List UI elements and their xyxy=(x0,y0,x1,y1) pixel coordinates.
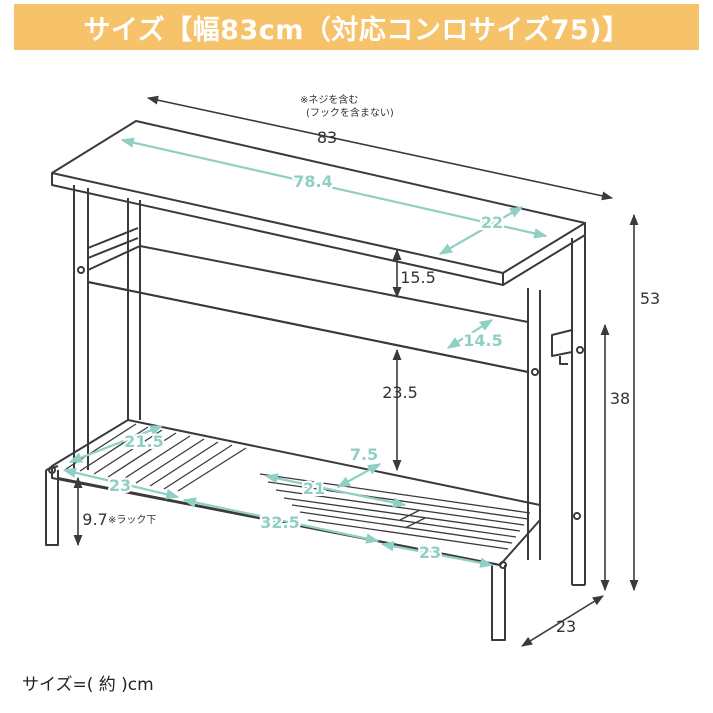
note-screws: ※ネジを含む xyxy=(300,93,358,106)
depth-23-line xyxy=(521,595,604,647)
top-depth-line xyxy=(438,206,524,255)
title-banner: サイズ【幅83cm（対応コンロサイズ75)】 xyxy=(14,4,699,50)
label-rack-step: 7.5 xyxy=(350,445,378,464)
label-rack-width-right: 23 xyxy=(419,543,441,562)
label-rack-span: 32.5 xyxy=(260,513,299,532)
outer-dimension-lines xyxy=(73,95,639,647)
label-gap-23-5: 23.5 xyxy=(382,383,418,402)
footer-unit-note: サイズ=( 約 )cm xyxy=(22,675,154,695)
shelf-depth-line xyxy=(446,319,494,349)
rack-middle-line xyxy=(264,473,407,508)
label-rack-height: 9.7 xyxy=(82,510,107,529)
label-gap-15-5: 15.5 xyxy=(400,268,436,287)
label-top-depth: 22 xyxy=(481,213,503,232)
label-rack-middle: 21 xyxy=(303,479,325,498)
label-top-width: 78.4 xyxy=(293,172,332,191)
hook xyxy=(551,329,573,365)
label-rack-depth-left: 21.5 xyxy=(124,432,163,451)
label-shelf-depth: 14.5 xyxy=(463,331,502,350)
banner-title: サイズ【幅83cm（対応コンロサイズ75)】 xyxy=(83,14,630,46)
label-height-53: 53 xyxy=(640,289,660,308)
right-back-post xyxy=(571,236,586,585)
lower-rack xyxy=(51,419,541,566)
label-height-38: 38 xyxy=(610,389,630,408)
label-rack-width-left: 23 xyxy=(109,476,131,495)
middle-shelf xyxy=(87,245,529,373)
rack-span-line xyxy=(182,497,380,544)
note-hooks: (フックを含まない) xyxy=(306,106,394,119)
rack-depth-left-line xyxy=(68,424,164,464)
lower-right-leg xyxy=(491,565,506,641)
rack-width-right-line xyxy=(380,541,494,568)
rack-drawing xyxy=(45,120,586,641)
right-front-post xyxy=(527,288,541,560)
note-rack: ※ラック下 xyxy=(108,514,156,526)
label-depth-23: 23 xyxy=(556,617,576,636)
inner-dimension-lines xyxy=(62,137,548,568)
label-width-83: 83 xyxy=(317,128,337,147)
rack-width-left-line xyxy=(62,467,180,500)
left-front-post xyxy=(73,185,89,470)
